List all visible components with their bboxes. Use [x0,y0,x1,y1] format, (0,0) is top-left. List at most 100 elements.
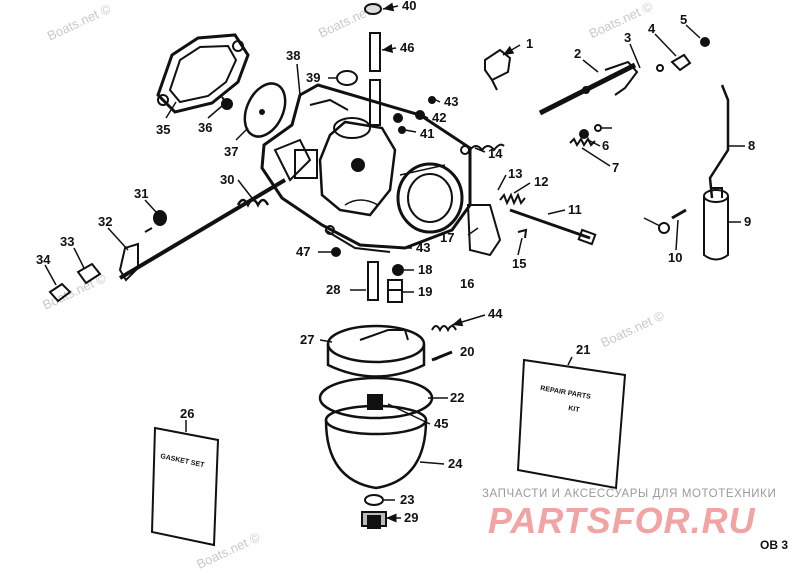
part-pin [671,208,687,220]
part-small-screw [415,110,425,120]
part-choke-shaft [118,178,287,282]
callout-44: 44 [488,306,503,321]
callout-28: 28 [326,282,340,297]
callout-32: 32 [98,214,112,229]
watermark: Boats.net © [194,529,262,572]
callout-30: 30 [220,172,234,187]
callout-46: 46 [400,40,414,55]
callout-9: 9 [744,214,751,229]
part-float-spring [431,325,457,333]
callout-38: 38 [286,48,300,63]
callout-6: 6 [602,138,609,153]
part-throttle-plate [243,82,287,138]
callout-36: 36 [198,120,212,135]
part-washer [392,264,404,276]
callout-18: 18 [418,262,432,277]
part-choke-knob [76,262,102,285]
part-top-plug [364,3,382,15]
callout-8: 8 [748,138,755,153]
part-throttle-shaft [538,60,639,116]
part-needle-screw [509,208,597,246]
callout-43: 43 [444,94,458,109]
callout-12: 12 [534,174,548,189]
diagram-code: OB 3 [760,538,789,552]
part-carburetor-body [260,83,472,253]
callout-45: 45 [434,416,448,431]
part-choke-rod [708,84,730,199]
part-inlet-valve [387,279,403,303]
part-tube [369,32,381,126]
part-small-spring [579,129,589,139]
brand-logo: PARTSFOR.RU [488,500,756,541]
callout-31: 31 [134,186,148,201]
callout-42: 42 [432,110,446,125]
part-ring [594,124,602,132]
part-ring [656,64,664,72]
part-gasket-flange [156,33,250,114]
gasket-set-sheet [150,426,220,547]
callout-13: 13 [508,166,522,181]
part-bushing [153,210,167,226]
repair-kit-sheet [516,358,627,490]
callout-19: 19 [418,284,432,299]
callout-5: 5 [680,12,687,27]
callout-21: 21 [576,342,590,357]
part-needle-spring [499,192,526,206]
part-drain-screw [361,511,387,529]
callout-23: 23 [400,492,414,507]
part-choke-lever [466,204,502,257]
part-small-screw [428,96,436,104]
part-throttle-spring [469,143,505,152]
callout-29: 29 [404,510,418,525]
callout-1: 1 [526,36,533,51]
part-float [326,324,426,378]
callout-22: 22 [450,390,464,405]
part-cylinder [703,187,729,261]
part-small-screw [398,126,406,134]
callout-4: 4 [648,21,656,36]
repair-kit-title: REPAIR PARTS [540,385,592,401]
callout-47: 47 [296,244,310,259]
callout-26: 26 [180,406,194,421]
part-screw [331,247,341,257]
watermark: Boats.net © [45,1,113,44]
callout-3: 3 [624,30,631,45]
part-spring [569,137,596,147]
callout-2: 2 [574,46,581,61]
callout-27: 27 [300,332,314,347]
part-fitting [484,48,512,91]
callout-34: 34 [36,252,51,267]
callout-11: 11 [568,202,582,217]
part-float-bowl [324,404,428,490]
callout-7: 7 [612,160,619,175]
gasket-set-title: GASKET SET [160,453,206,469]
callout-10: 10 [668,250,682,265]
part-drain-washer [364,494,384,506]
callout-41: 41 [420,126,434,141]
callout-24: 24 [448,456,463,471]
part-stop-screw [670,37,710,72]
watermark: Boats.net © [587,0,655,41]
callout-40: 40 [402,0,416,13]
part-ring [658,222,670,234]
part-welch-plug [336,70,358,86]
watermark: Boats.net © [598,308,666,351]
leader-lines [44,2,745,523]
callout-15: 15 [512,256,526,271]
callout-numbers: 1 2 3 4 5 6 7 8 9 10 11 12 13 14 15 16 1… [36,0,755,525]
callout-14: 14 [488,146,503,161]
callout-33: 33 [60,234,74,249]
callout-17: 17 [440,230,454,245]
callout-43b: 43 [416,240,430,255]
parts-drawing [48,3,730,547]
callout-37: 37 [224,144,238,159]
part-nut [48,282,72,303]
part-clip [517,228,528,239]
repair-kit-subtitle: KIT [568,405,581,414]
callout-39: 39 [306,70,320,85]
brand-subtitle: ЗАПЧАСТИ И АКСЕССУАРЫ ДЛЯ МОТОТЕХНИКИ [482,488,777,500]
part-nozzle [367,261,379,301]
callout-16: 16 [460,276,474,291]
callout-20: 20 [460,344,474,359]
part-screw [221,96,233,110]
